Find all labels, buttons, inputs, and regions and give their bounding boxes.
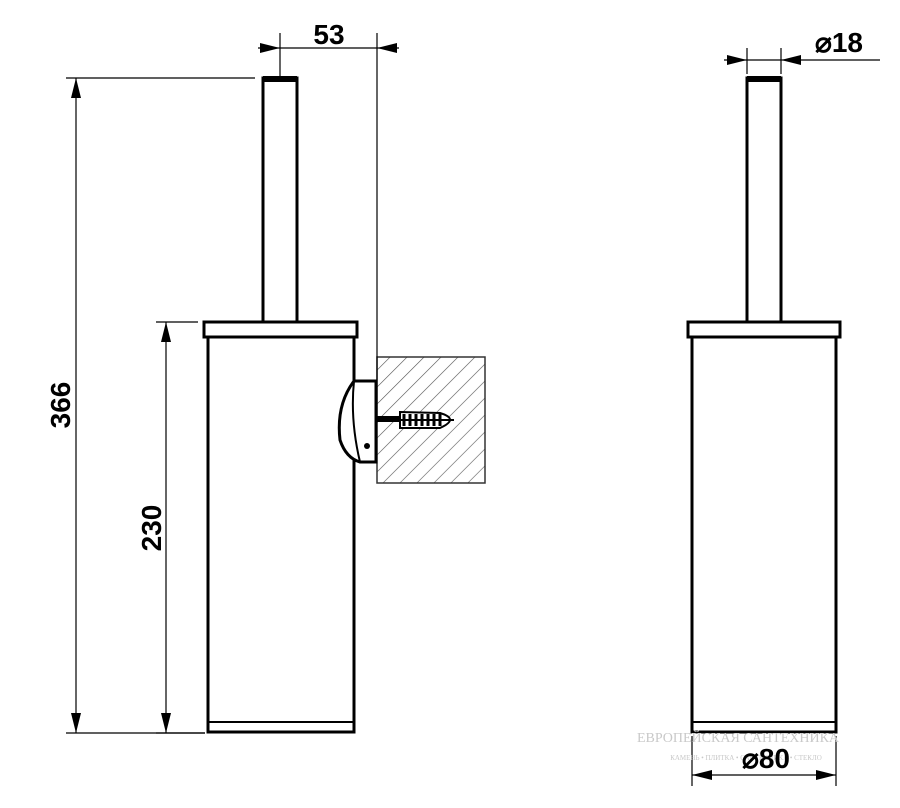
side-holder-body (206, 335, 356, 734)
label-holder-diameter: ⌀80 (742, 743, 790, 774)
watermark: ЕВРОПЕЙСКАЯ САНТЕХНИКА КАМЕНЬ • ПЛИТКА •… (637, 729, 840, 762)
label-handle-diameter: ⌀18 (815, 27, 863, 58)
dim-total-height (66, 77, 255, 734)
front-holder-lid (686, 320, 842, 339)
label-holder-height: 230 (136, 505, 167, 552)
label-offset: 53 (313, 19, 344, 50)
side-view (66, 33, 486, 734)
dim-holder-diameter (691, 736, 837, 786)
wall-bracket (337, 379, 378, 464)
side-handle-cap (263, 76, 297, 82)
front-brush-handle (745, 76, 783, 325)
side-brush-handle (261, 76, 299, 325)
wall-screw (376, 410, 454, 429)
dim-handle-diameter (724, 48, 880, 74)
watermark-title: ЕВРОПЕЙСКАЯ САНТЕХНИКА (637, 729, 840, 746)
label-total-height: 366 (45, 382, 76, 429)
front-view (686, 48, 880, 786)
dim-holder-height (156, 321, 205, 734)
watermark-subtitle: КАМЕНЬ • ПЛИТКА • САНТЕХНИКА • СТЕКЛО (670, 754, 822, 762)
front-holder-body (690, 335, 838, 734)
dim-offset (258, 33, 399, 423)
side-holder-lid (202, 320, 359, 339)
front-handle-cap (747, 76, 781, 82)
